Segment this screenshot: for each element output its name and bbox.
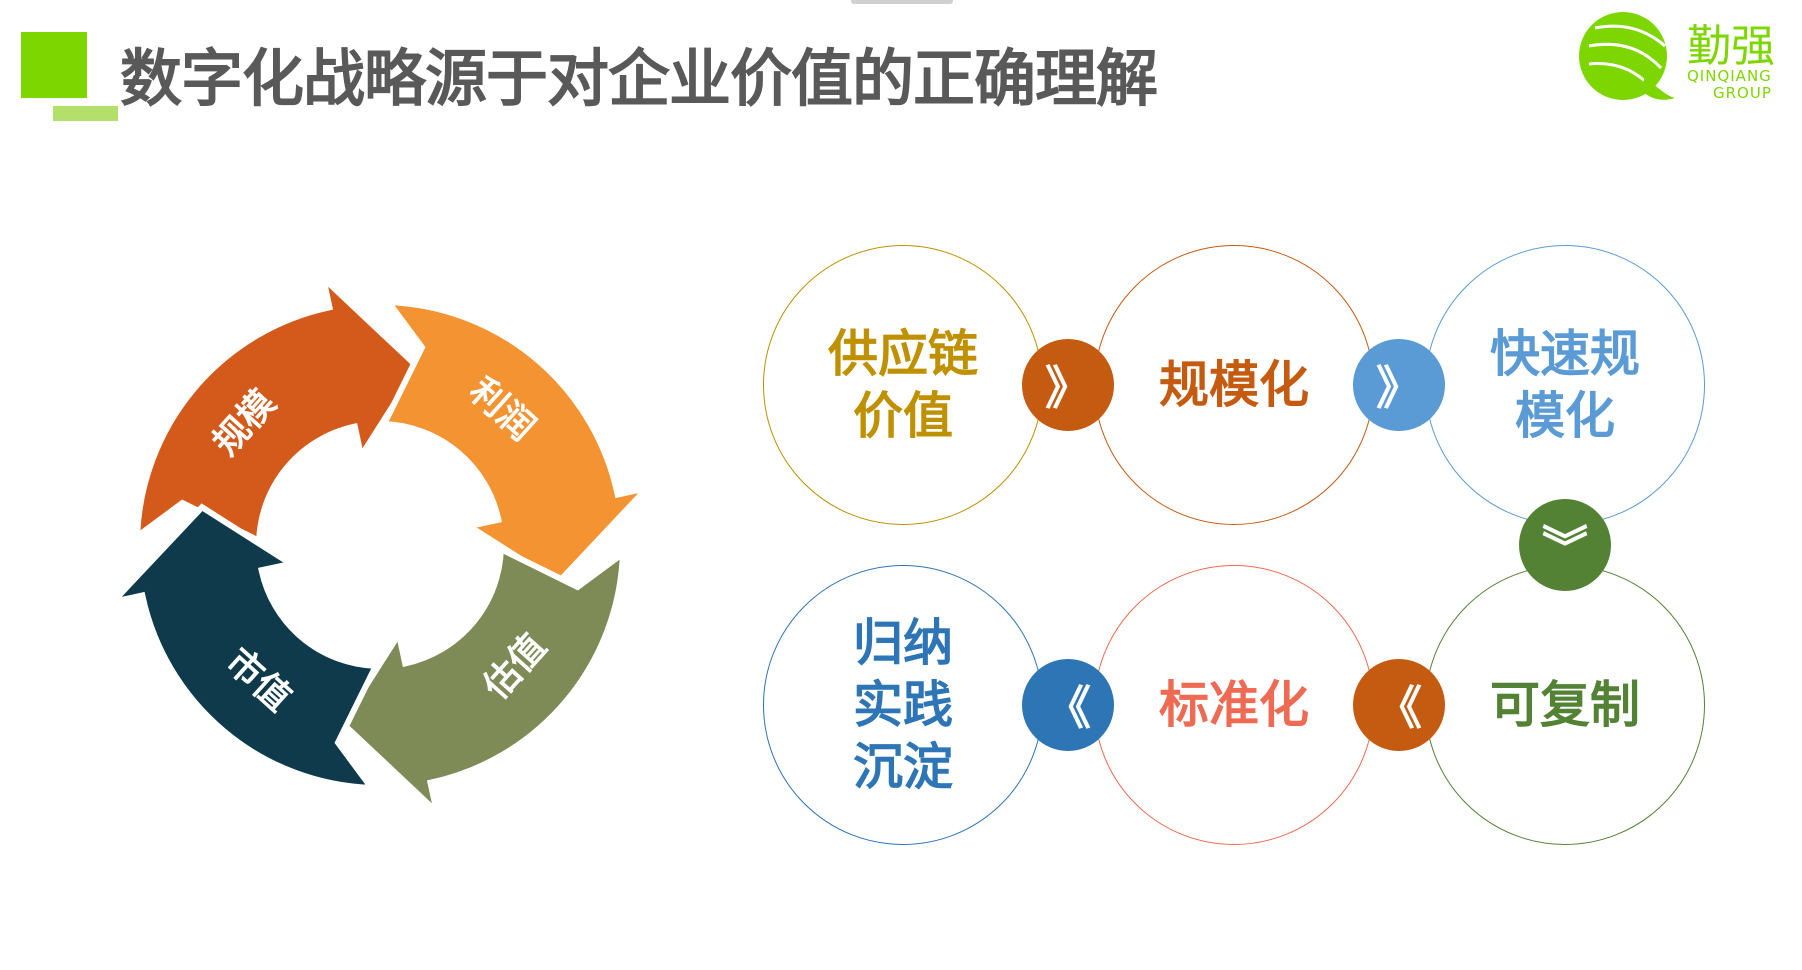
circle-label: 规模化 [1159, 356, 1309, 414]
circle-replicable: 可复制 [1425, 565, 1705, 845]
cycle-arrow-4 [104, 503, 381, 792]
circle-rapid-scale: 快速规模化 [1425, 245, 1705, 525]
circle-label: 可复制 [1490, 676, 1640, 734]
cycle-arrow-1 [133, 269, 422, 546]
top-tab-handle [851, 0, 953, 4]
circle-label: 归纳实践沉淀 [853, 614, 953, 796]
page-title: 数字化战略源于对企业价值的正确理解 [120, 42, 1158, 115]
circle-label: 标准化 [1159, 676, 1309, 734]
title-accent-square [21, 32, 87, 98]
circle-supply-chain-value: 供应链价值 [763, 245, 1043, 525]
cycle-arrow-3 [338, 544, 627, 821]
chevron-down-icon: ︾ [1519, 499, 1611, 591]
chevron-right-icon: 》 [1353, 339, 1445, 431]
circle-label: 供应链价值 [828, 325, 978, 445]
company-logo: 勤强 QINQIANG GROUP [1575, 6, 1797, 106]
logo-chinese-text: 勤强 [1687, 21, 1775, 72]
circle-scale: 规模化 [1094, 245, 1374, 525]
title-accent-bar [53, 106, 118, 121]
chevron-right-icon: 》 [1022, 339, 1114, 431]
cycle-arrow-2 [379, 298, 656, 587]
circle-label: 快速规模化 [1490, 325, 1640, 445]
logo-en-line2: GROUP [1713, 84, 1772, 102]
circle-standardize: 标准化 [1094, 565, 1374, 845]
chevron-left-icon: 《 [1353, 659, 1445, 751]
value-cycle-diagram: 规模利润估值市值 [104, 269, 656, 821]
logo-leaf-icon [1579, 12, 1675, 100]
chevron-left-icon: 《 [1022, 659, 1114, 751]
logo-english-text: QINQIANG GROUP [1687, 68, 1772, 102]
logo-en-line1: QINQIANG [1687, 67, 1772, 85]
circle-summarize-practice: 归纳实践沉淀 [763, 565, 1043, 845]
